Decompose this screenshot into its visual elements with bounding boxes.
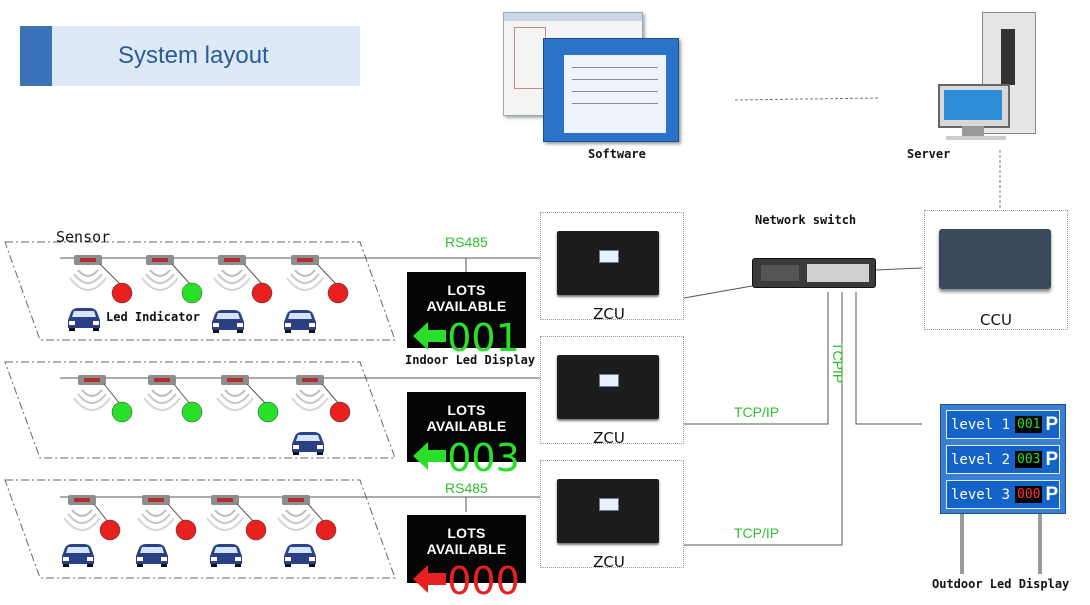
zcu-label: ZCU bbox=[593, 429, 625, 447]
level-label: level 1 bbox=[951, 416, 1011, 433]
display-heading: LOTS AVAILABLE bbox=[426, 282, 507, 314]
ccu-device-icon bbox=[939, 229, 1051, 289]
led-indicator-light bbox=[315, 519, 337, 541]
tcpip-label-bottom: TCP/IP bbox=[734, 525, 780, 541]
outdoor-led-display: level 1 001 P level 2 003 P level 3 000 … bbox=[940, 404, 1066, 514]
indoor-led-display-1: LOTS AVAILABLE 001 bbox=[407, 272, 526, 360]
display-count: 001 bbox=[447, 316, 520, 360]
rs485-label-bottom: RS485 bbox=[445, 480, 488, 496]
car-icon bbox=[136, 544, 168, 567]
zcu-box-3: ZCU bbox=[540, 460, 684, 571]
led-indicator-light bbox=[175, 519, 197, 541]
zcu-device-icon bbox=[557, 479, 659, 543]
indoor-led-display-3: LOTS AVAILABLE 000 bbox=[407, 515, 526, 603]
ccu-label: CCU bbox=[980, 311, 1012, 329]
car-icon bbox=[212, 310, 244, 333]
car-icon bbox=[68, 308, 100, 331]
car-icon bbox=[284, 544, 316, 567]
car-icon bbox=[62, 544, 94, 567]
led-indicators bbox=[99, 282, 351, 541]
ccu-box: CCU bbox=[924, 210, 1068, 330]
outdoor-level-row: level 2 003 P bbox=[946, 445, 1060, 474]
led-indicator-light bbox=[111, 282, 133, 304]
indoor-led-display-2: LOTS AVAILABLE 003 bbox=[407, 392, 526, 480]
switch-to-outdoor-line bbox=[855, 292, 922, 425]
rs485-label-top: RS485 bbox=[445, 234, 488, 250]
sensor-group-2 bbox=[73, 374, 340, 411]
zone-1 bbox=[4, 241, 396, 341]
network-switch-icon bbox=[752, 258, 876, 288]
zcu1-to-switch-line bbox=[683, 285, 753, 299]
left-arrow-icon bbox=[413, 321, 447, 356]
zcu-device-icon bbox=[557, 231, 659, 295]
display-count: 000 bbox=[447, 559, 520, 603]
indoor-display-label: Indoor Led Display bbox=[405, 353, 536, 367]
sensor-group-1 bbox=[69, 254, 337, 291]
sensor-group-3 bbox=[63, 494, 325, 531]
parking-sign-icon: P bbox=[1045, 413, 1059, 435]
zcu-label: ZCU bbox=[593, 305, 625, 323]
left-arrow-icon bbox=[413, 564, 447, 599]
software-to-server-line bbox=[734, 97, 881, 101]
display-heading: LOTS AVAILABLE bbox=[426, 525, 507, 557]
level-label: level 2 bbox=[951, 451, 1011, 468]
software-label: Software bbox=[588, 147, 646, 161]
display-heading: LOTS AVAILABLE bbox=[426, 402, 507, 434]
outdoor-level-row: level 3 000 P bbox=[946, 480, 1060, 509]
level-count: 000 bbox=[1015, 486, 1043, 503]
monitor-icon bbox=[938, 84, 1010, 128]
led-indicator-light bbox=[111, 401, 133, 423]
led-indicator-light bbox=[327, 282, 349, 304]
car-icon bbox=[284, 310, 316, 333]
led-indicator-light bbox=[245, 519, 267, 541]
zcu-device-icon bbox=[557, 355, 659, 419]
title-banner bbox=[20, 26, 360, 86]
outdoor-post-left bbox=[960, 512, 964, 574]
zcu3-to-switch-line bbox=[684, 292, 843, 546]
led-indicator-light bbox=[181, 401, 203, 423]
outdoor-level-row: level 1 001 P bbox=[946, 410, 1060, 439]
tcpip-label-vertical: TCPIP bbox=[830, 342, 846, 384]
tcpip-label-mid: TCP/IP bbox=[734, 404, 780, 420]
car-icon bbox=[210, 544, 242, 567]
display-count: 003 bbox=[447, 436, 520, 480]
zcu2-to-switch-line bbox=[684, 292, 829, 425]
level-count: 001 bbox=[1015, 416, 1043, 433]
car-icon bbox=[292, 432, 324, 455]
switch-to-ccu-line bbox=[875, 267, 923, 271]
zone-2 bbox=[4, 361, 396, 459]
left-arrow-icon bbox=[413, 441, 447, 476]
led-indicator-label: Led Indicator bbox=[106, 310, 200, 324]
zone-3 bbox=[4, 479, 396, 579]
network-switch-label: Network switch bbox=[755, 213, 857, 227]
sensor-label: Sensor bbox=[56, 228, 111, 246]
level-label: level 3 bbox=[951, 486, 1011, 503]
title-accent-bar bbox=[20, 26, 52, 86]
zcu-box-2: ZCU bbox=[540, 336, 684, 447]
parking-sign-icon: P bbox=[1045, 483, 1059, 505]
led-indicator-light bbox=[257, 401, 279, 423]
led-indicator-light bbox=[181, 282, 203, 304]
led-indicator-light bbox=[251, 282, 273, 304]
led-indicator-light bbox=[99, 519, 121, 541]
page-title: System layout bbox=[118, 42, 269, 69]
led-indicator-light bbox=[329, 401, 351, 423]
parking-sign-icon: P bbox=[1045, 448, 1059, 470]
outdoor-display-label: Outdoor Led Display bbox=[932, 577, 1070, 591]
level-count: 003 bbox=[1015, 451, 1043, 468]
software-window-front bbox=[543, 38, 679, 142]
zcu-box-1: ZCU bbox=[540, 212, 684, 323]
zcu-label: ZCU bbox=[593, 553, 625, 571]
outdoor-post-right bbox=[1038, 512, 1042, 574]
server-label: Server bbox=[907, 147, 951, 161]
